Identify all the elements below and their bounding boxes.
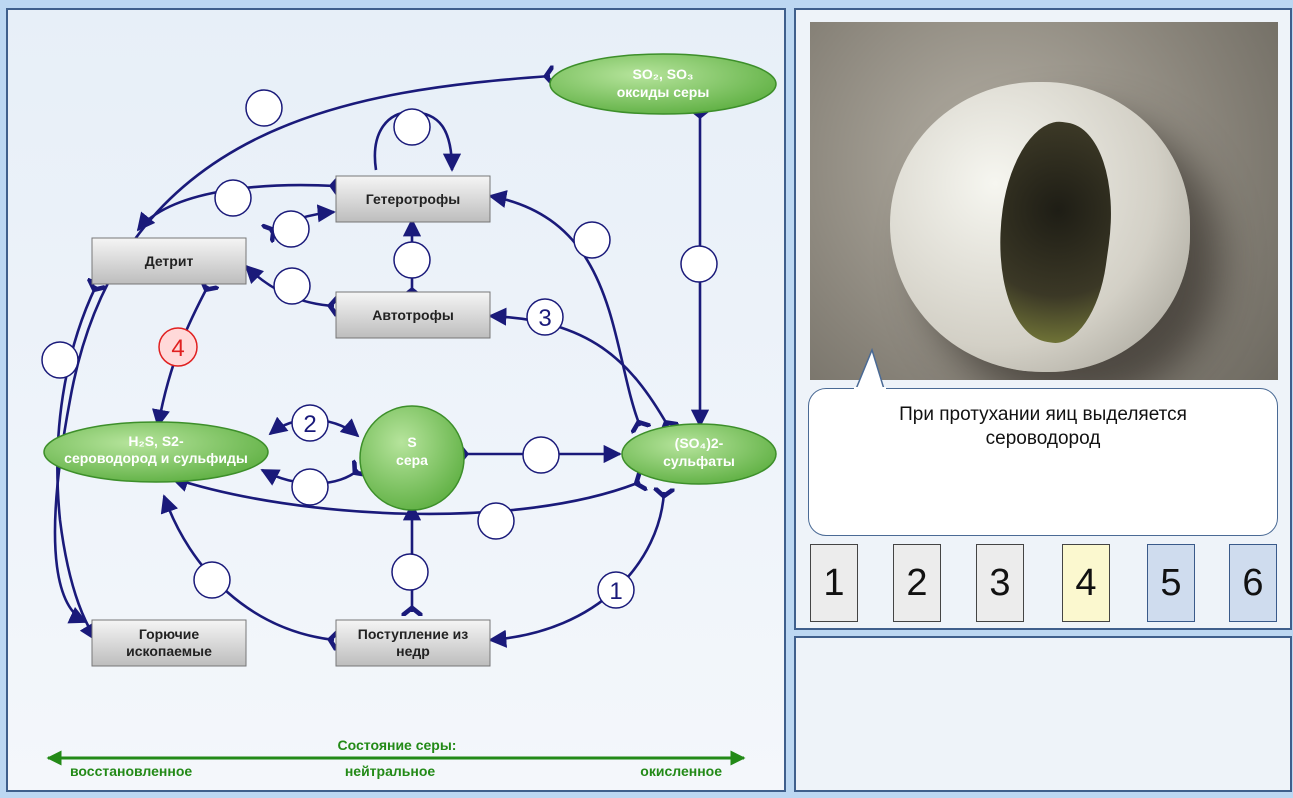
heterotrophs-node[interactable]	[335, 175, 491, 223]
slide-6-button[interactable]: 6	[1229, 544, 1277, 622]
step-1-label: 1	[609, 578, 622, 605]
axis-center-label: нейтральное	[345, 763, 436, 779]
caption-line2: сероводород	[985, 428, 1101, 449]
axis-left-label: восстановленное	[70, 763, 192, 779]
step-3-label: 3	[538, 305, 551, 332]
step-2-label: 2	[303, 411, 316, 438]
flow-arrows	[53, 76, 700, 640]
sulfur-oxides-name: оксиды серы	[617, 84, 710, 100]
axis-title: Состояние серы:	[338, 737, 457, 753]
detritus-node[interactable]	[91, 237, 247, 285]
sulfates-formula: (SO₄)2-	[675, 435, 724, 451]
subsurface-line1: Поступление из	[358, 626, 469, 642]
step-2-circle[interactable]	[291, 404, 329, 442]
step-4-circle[interactable]	[158, 327, 198, 367]
detritus-label: Детрит	[145, 253, 194, 269]
hydrogen-sulfide-node[interactable]	[43, 421, 269, 483]
egg-shape	[890, 82, 1190, 372]
sulfates-name: сульфаты	[663, 453, 735, 469]
sulfur-oxides-formula: SO₂, SO₃	[633, 66, 694, 82]
fossil-fuels-node[interactable]	[91, 619, 247, 667]
heterotrophs-label: Гетеротрофы	[366, 191, 460, 207]
sulfur-node[interactable]	[359, 405, 465, 511]
autotrophs-node[interactable]	[335, 291, 491, 339]
subsurface-node[interactable]	[335, 619, 491, 667]
step-4-label: 4	[171, 335, 184, 362]
slide-1-button[interactable]: 1	[810, 544, 858, 622]
slide-5-button[interactable]: 5	[1147, 544, 1195, 622]
hydrogen-sulfide-name: сероводород и сульфиды	[64, 450, 248, 466]
caption-line1: При протухании яиц выделяется	[899, 404, 1187, 425]
sulfur-oxides-node[interactable]	[549, 53, 777, 115]
hydrogen-sulfide-formula: H₂S, S2-	[128, 433, 184, 449]
rotten-egg-photo	[810, 22, 1278, 380]
fossil-fuels-line1: Горючие	[139, 626, 200, 642]
egg-crack	[985, 115, 1125, 349]
fossil-fuels-line2: ископаемые	[126, 643, 212, 659]
caption-bubble: При протухании яиц выделяется сероводоро…	[808, 388, 1278, 536]
autotrophs-label: Автотрофы	[372, 307, 454, 323]
sulfur-symbol: S	[407, 434, 416, 450]
slide-2-button[interactable]: 2	[893, 544, 941, 622]
caption-text: При протухании яиц выделяется сероводоро…	[809, 403, 1277, 451]
subsurface-line2: недр	[396, 643, 430, 659]
slide-4-button[interactable]: 4	[1062, 544, 1110, 622]
axis-right-label: окисленное	[640, 763, 722, 779]
sulfur-name: сера	[396, 452, 428, 468]
step-3-circle[interactable]	[526, 298, 564, 336]
sulfates-node[interactable]	[621, 423, 777, 485]
empty-step-circles[interactable]	[41, 89, 718, 599]
notes-panel	[794, 636, 1292, 792]
bubble-tail	[854, 348, 886, 390]
slide-3-button[interactable]: 3	[976, 544, 1024, 622]
step-1-circle[interactable]	[597, 571, 635, 609]
